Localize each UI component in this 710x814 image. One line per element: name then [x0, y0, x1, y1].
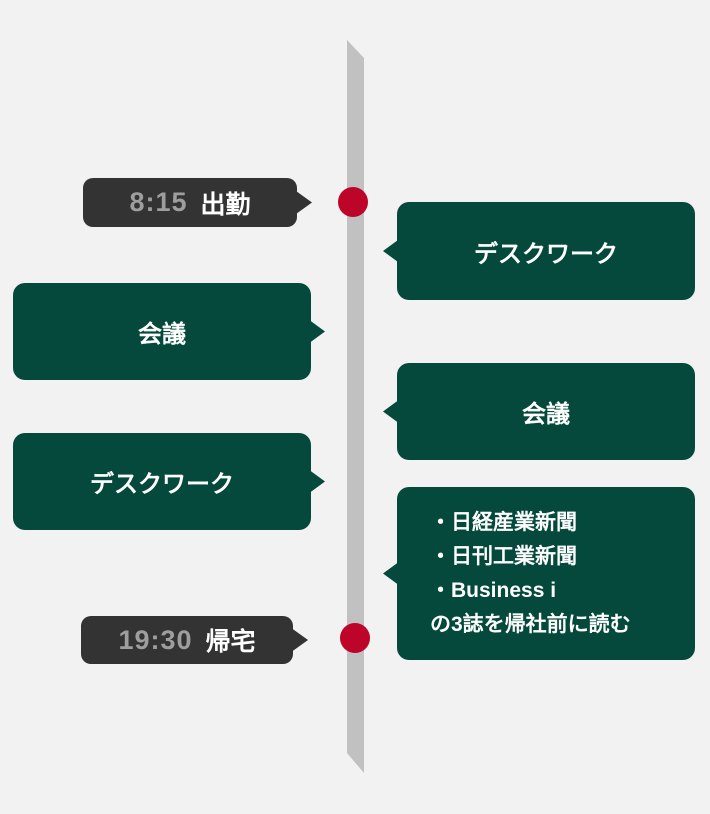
milestone-label: 帰宅 — [205, 628, 256, 656]
activity-label: デスクワーク — [474, 240, 618, 268]
milestone-time: 8:15 — [129, 187, 188, 217]
reading-note-line: ・日経産業新聞 — [430, 510, 577, 534]
reading-note-line: の3誌を帰社前に読む — [430, 612, 631, 636]
activity-bubble-meeting-right: 会議 — [383, 363, 695, 460]
activity-bubble-meeting-left: 会議 — [13, 283, 325, 380]
timeline-dot-morning — [338, 187, 368, 217]
timeline-dot-evening — [340, 623, 370, 653]
milestone-bubble-arrive: 8:15 出勤 — [83, 178, 312, 227]
activity-label: デスクワーク — [90, 471, 234, 498]
bubble-tail-right-icon — [292, 628, 308, 652]
bubble-tail-right-icon — [296, 191, 312, 214]
milestone-time: 19:30 — [118, 624, 193, 655]
reading-note-line: ・Business i — [430, 578, 557, 602]
bubble-tail-left-icon — [383, 400, 398, 423]
bubble-tail-right-icon — [310, 470, 325, 493]
activity-label: 会議 — [138, 321, 186, 348]
bubble-tail-right-icon — [310, 320, 325, 343]
activity-bubble-deskwork-right: デスクワーク — [383, 202, 695, 300]
activity-label: 会議 — [522, 401, 570, 428]
timeline-bar — [347, 40, 364, 773]
milestone-bubble-leave: 19:30 帰宅 — [81, 616, 308, 664]
milestone-label: 出勤 — [200, 190, 251, 219]
activity-bubble-reading-note: ・日経産業新聞 ・日刊工業新聞 ・Business i の3誌を帰社前に読む — [383, 487, 695, 660]
bubble-tail-left-icon — [383, 562, 398, 585]
reading-note-line: ・日刊工業新聞 — [430, 544, 577, 568]
bubble-tail-left-icon — [383, 240, 398, 262]
activity-bubble-deskwork-left: デスクワーク — [13, 433, 325, 530]
